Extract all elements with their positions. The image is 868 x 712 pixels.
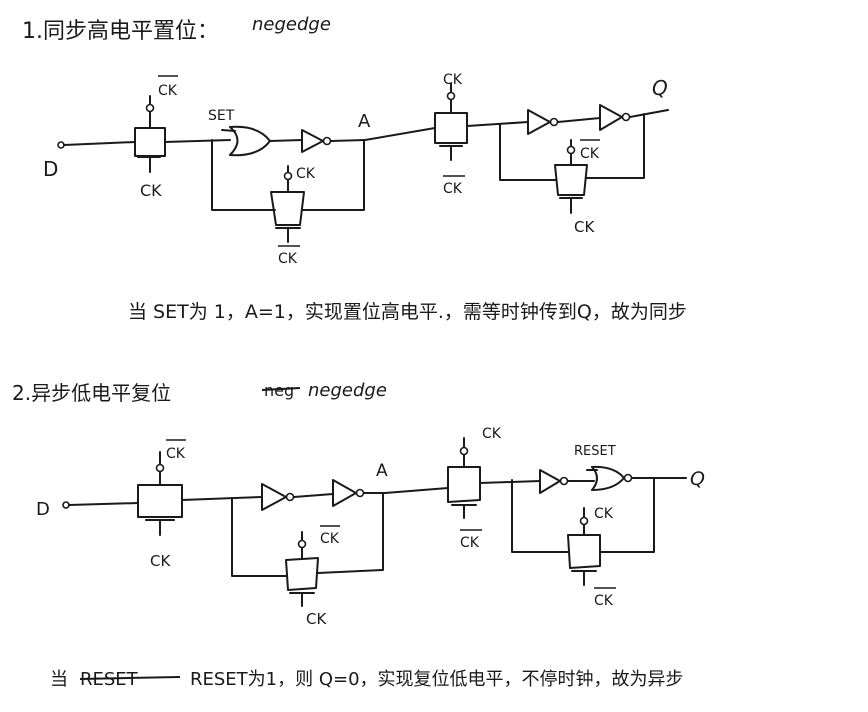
transmission-gate-feedback-2 bbox=[554, 139, 588, 214]
section-2-strikethrough bbox=[261, 387, 301, 391]
section-2-note-strikethrough bbox=[79, 676, 181, 680]
feedback-left-1 bbox=[211, 139, 276, 211]
feedback-left-2 bbox=[499, 123, 557, 181]
tg2-ckbar-label: CK bbox=[443, 181, 463, 197]
tg22-ckbar-label: CK bbox=[460, 535, 480, 551]
wire-to-q-1 bbox=[629, 109, 669, 118]
inverter-2-1-bubble bbox=[285, 492, 295, 502]
node-a-label-2: A bbox=[376, 461, 388, 481]
section-1-heading: 1.同步高电平置位： negedge bbox=[22, 14, 331, 44]
transmission-gate-feedback-1 bbox=[270, 165, 305, 243]
section-2-note-prefix: 当 bbox=[50, 669, 68, 690]
tg1-ckbar-label: CK bbox=[158, 83, 178, 99]
transmission-gate-feedback-2-2 bbox=[567, 507, 601, 586]
feedback-left-2-2 bbox=[511, 479, 569, 553]
or-gate-1 bbox=[229, 125, 271, 157]
feedback-left-2-1 bbox=[231, 497, 287, 577]
inverter-2-2 bbox=[332, 479, 357, 507]
section-1-edge: negedge bbox=[252, 14, 331, 35]
d-input-label: D bbox=[43, 157, 58, 181]
transmission-gate-2 bbox=[434, 83, 468, 161]
wire-tg22-to-inv bbox=[479, 480, 541, 484]
fb22-ckbar-label: CK bbox=[594, 593, 614, 609]
feedback-right-2 bbox=[585, 113, 645, 179]
circuit-2: D CK CK A bbox=[36, 426, 705, 628]
wire-tg1-to-or bbox=[164, 139, 231, 143]
transmission-gate-2-2 bbox=[447, 437, 481, 519]
output-q-label-2: Q bbox=[690, 468, 705, 490]
transmission-gate-feedback-2-1 bbox=[285, 531, 319, 607]
feedback-right-2-1 bbox=[317, 492, 384, 574]
output-q-label-1: Q bbox=[652, 76, 668, 100]
set-input-wire bbox=[221, 129, 236, 132]
set-label: SET bbox=[208, 108, 235, 124]
feedback-right-2-2 bbox=[599, 477, 655, 553]
inverter-3-bubble bbox=[621, 112, 631, 122]
d-input-label-2: D bbox=[36, 499, 50, 520]
circuit-1: D CK CK SET A bbox=[43, 72, 669, 267]
wire-inv21-to-inv22 bbox=[293, 493, 334, 498]
inverter-2-1 bbox=[261, 483, 287, 511]
inverter-1 bbox=[301, 129, 324, 153]
tg2-ck-label: CK bbox=[443, 72, 463, 88]
fb21-ckbar-label: CK bbox=[320, 531, 340, 547]
tg1-ck-label: CK bbox=[140, 181, 162, 200]
node-a-label-1: A bbox=[358, 111, 371, 132]
wire-tg21-to-inv bbox=[181, 496, 263, 501]
reset-label: RESET bbox=[574, 444, 616, 459]
wire-a-to-tg2 bbox=[364, 127, 436, 141]
tg21-ck-label: CK bbox=[150, 552, 171, 570]
inverter-3 bbox=[599, 104, 623, 131]
section-1-note: 当 SET为 1，A=1，实现置位高电平.，需等时钟传到Q，故为同步 bbox=[128, 301, 687, 323]
feedback-right-1 bbox=[302, 139, 365, 211]
fb22-ck-label: CK bbox=[594, 506, 614, 522]
wire-tg2-to-inv2 bbox=[466, 121, 529, 127]
nor-gate-back bbox=[591, 466, 598, 491]
section-2-note-group: 当 RESET RESET为1，则 Q=0，实现复位低电平，不停时钟，故为异步 bbox=[50, 669, 684, 690]
or-gate-back bbox=[229, 126, 239, 156]
inverter-2 bbox=[527, 109, 551, 135]
wire-inv1-to-a bbox=[330, 139, 366, 142]
section-2-note: RESET为1，则 Q=0，实现复位低电平，不停时钟，故为异步 bbox=[190, 669, 684, 690]
tg21-ckbar-label: CK bbox=[166, 446, 186, 462]
inverter-2-3-bubble bbox=[559, 476, 569, 486]
section-2-edge: negedge bbox=[308, 380, 387, 401]
wire-d-to-tg1 bbox=[63, 141, 136, 146]
section-1-title: 1.同步高电平置位： bbox=[22, 19, 219, 44]
inverter-2-2-bubble bbox=[355, 488, 365, 498]
fb2-ck-label: CK bbox=[574, 218, 595, 236]
wire-d-to-tg1-2 bbox=[68, 502, 139, 506]
nor-gate-bubble bbox=[623, 473, 633, 483]
wire-inv2-to-inv3 bbox=[557, 117, 601, 123]
fb21-ck-label: CK bbox=[306, 610, 327, 628]
section-2-title: 2.异步低电平复位 bbox=[12, 381, 171, 405]
wire-a-to-tg22 bbox=[384, 487, 449, 494]
section-2-note-struck: RESET bbox=[80, 669, 139, 690]
transmission-gate-2-1 bbox=[137, 451, 183, 536]
inverter-2-3 bbox=[539, 469, 561, 494]
wire-or-to-inv bbox=[269, 139, 303, 142]
fb1-ck-label: CK bbox=[296, 166, 316, 182]
fb1-ckbar-label: CK bbox=[278, 251, 298, 267]
fb2-ckbar-label: CK bbox=[580, 146, 600, 162]
tg22-ck-label: CK bbox=[482, 426, 502, 442]
transmission-gate-1 bbox=[134, 95, 166, 173]
section-2-struck-word: neg bbox=[264, 381, 294, 400]
inverter-2-bubble bbox=[549, 117, 559, 127]
section-2-heading: 2.异步低电平复位 neg negedge bbox=[12, 380, 387, 405]
inverter-1-bubble bbox=[322, 136, 332, 146]
